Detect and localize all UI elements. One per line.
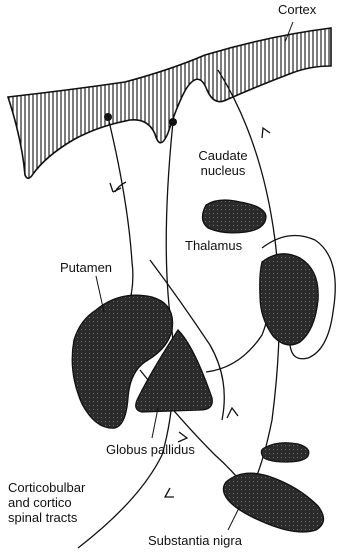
small-nucleus-shape [261, 443, 309, 462]
substantia-nigra-label: Substantia nigra [148, 533, 242, 548]
leader-line-globus-pallidus [152, 408, 158, 438]
arrow-icon-thalamocortical [262, 128, 270, 138]
putamen-label: Putamen [60, 260, 112, 275]
corticobulbar-tracts-label: Corticobulbar and cortico spinal tracts [8, 480, 85, 525]
neuron-soma-right [169, 118, 177, 126]
neuron-soma-left [104, 113, 112, 121]
caudate-label-line1: Caudate [190, 148, 256, 163]
tracts-label-line3: spinal tracts [8, 510, 85, 525]
caudate-nucleus-label: Caudate nucleus [190, 148, 256, 178]
arrow-icon-corticospinal [165, 488, 174, 497]
leader-line-substantia-nigra [228, 506, 240, 530]
thalamus-label: Thalamus [185, 238, 242, 253]
cortex-label: Cortex [278, 2, 316, 17]
substantia-nigra-shape [223, 473, 323, 532]
caudate-nucleus-shape [202, 200, 266, 233]
thalamus-shape [260, 254, 318, 345]
corticostriate-fiber-left [108, 117, 133, 325]
caudate-label-line2: nucleus [190, 163, 256, 178]
arrow-icon-pallidal-output [227, 408, 238, 418]
arrow-icon-nigrostriatal [178, 432, 187, 442]
globus-pallidus-label: Globus pallidus [106, 442, 195, 457]
tracts-label-line2: and cortico [8, 495, 85, 510]
tracts-label-line1: Corticobulbar [8, 480, 85, 495]
